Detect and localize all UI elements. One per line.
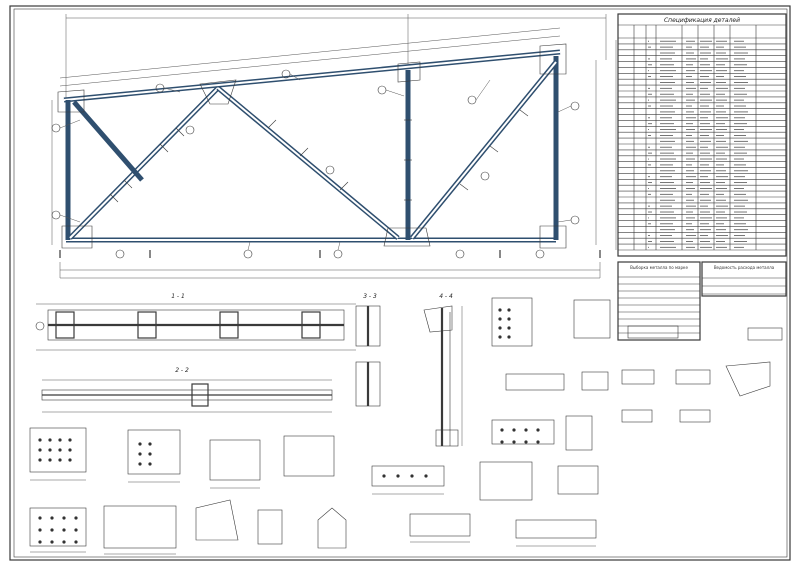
section-label-4: 4 - 4 [439, 293, 453, 300]
bolt-hole [138, 462, 142, 466]
bolt-hole [68, 448, 72, 452]
bolt-holes [38, 308, 540, 544]
bolt-hole [498, 335, 502, 339]
sheet-border [9, 5, 791, 561]
bolt-hole [500, 428, 504, 432]
bolt-hole [498, 317, 502, 321]
bolt-hole [58, 448, 62, 452]
bolt-hole [74, 516, 78, 520]
bolt-hole [524, 428, 528, 432]
bolt-hole [74, 540, 78, 544]
bolt-hole [507, 317, 511, 321]
inner-frame [13, 8, 788, 558]
bolt-hole [138, 452, 142, 456]
bolt-hole [507, 335, 511, 339]
bolt-hole [38, 528, 42, 532]
bolt-hole [536, 428, 540, 432]
bolt-hole [68, 438, 72, 442]
section-label-1: 1 - 1 [171, 293, 185, 300]
bolt-hole [424, 474, 428, 478]
summary-tables: Выборка металла по марке Ведомость расхо… [617, 261, 787, 341]
bolt-hole [50, 528, 54, 532]
bolt-hole [62, 516, 66, 520]
bolt-hole [62, 528, 66, 532]
bolt-hole [507, 308, 511, 312]
bolt-hole [507, 326, 511, 330]
gusset-right-bottom [539, 225, 567, 249]
bolt-hole [498, 326, 502, 330]
bolt-hole [48, 448, 52, 452]
bolt-hole [396, 474, 400, 478]
bolt-hole [498, 308, 502, 312]
summary-right-title: Ведомость расхода металла [714, 265, 775, 270]
gusset-right-top [539, 43, 567, 75]
bolt-hole [38, 516, 42, 520]
gusset-apex [199, 79, 237, 105]
section-1-1: 1 - 1 [35, 293, 356, 351]
section-label-2: 2 - 2 [175, 367, 189, 374]
bolt-hole [512, 428, 516, 432]
bolt-hole [382, 474, 386, 478]
gusset-left-top [57, 89, 85, 113]
gusset-center-top [397, 61, 421, 83]
truss-elevation [51, 14, 617, 279]
gusset-left-bottom [61, 225, 93, 249]
section-label-3: 3 - 3 [363, 293, 377, 300]
gusset-center-bottom [383, 227, 431, 247]
bolt-hole [50, 516, 54, 520]
bolt-hole [58, 458, 62, 462]
bolt-hole [148, 452, 152, 456]
bolt-hole [38, 448, 42, 452]
summary-left-title: Выборка металла по марке [630, 265, 688, 270]
bolt-hole [138, 442, 142, 446]
bolt-hole [410, 474, 414, 478]
bolt-hole [48, 458, 52, 462]
spec-table: Спецификация деталей [617, 13, 787, 257]
bolt-hole [536, 440, 540, 444]
bolt-hole [148, 442, 152, 446]
bolt-hole [48, 438, 52, 442]
spec-table-title: Спецификация деталей [664, 17, 740, 24]
section-2-2: 2 - 2 [41, 367, 333, 413]
diagonal-end [72, 100, 144, 182]
bolt-hole [38, 540, 42, 544]
bolt-hole [62, 540, 66, 544]
bolt-hole [38, 458, 42, 462]
supports [59, 250, 601, 258]
section-4-4: 4 - 4 [423, 293, 463, 447]
bolt-hole [512, 440, 516, 444]
detail-plates [29, 297, 783, 549]
bolt-hole [148, 462, 152, 466]
bolt-hole [68, 458, 72, 462]
section-3-3: 3 - 3 [355, 293, 381, 407]
bolt-hole [524, 440, 528, 444]
bolt-hole [38, 438, 42, 442]
bolt-hole [58, 438, 62, 442]
bolt-hole [500, 440, 504, 444]
bolt-hole [50, 540, 54, 544]
bolt-hole [74, 528, 78, 532]
